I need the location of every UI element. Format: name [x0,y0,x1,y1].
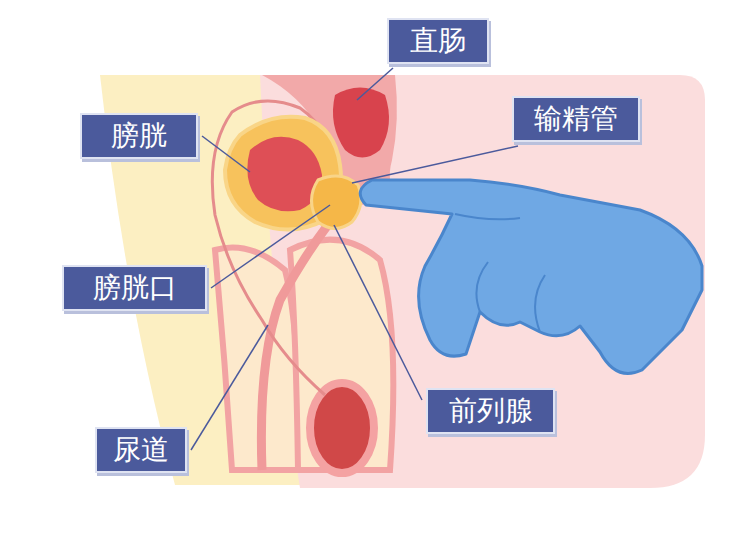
label-box: 尿道 [95,427,187,473]
leader-line [352,146,518,183]
leader-line [334,225,422,400]
label-text: 膀胱口 [93,270,177,306]
urethra-tube [261,222,330,470]
glove-creases [455,214,545,332]
leader-line [357,68,393,100]
testis [310,383,374,473]
label-box: 直肠 [387,18,489,64]
rectum [333,88,389,158]
label-text: 尿道 [113,432,169,468]
label-text: 输精管 [534,101,618,137]
label-box: 前列腺 [426,388,555,434]
label-text: 直肠 [410,23,466,59]
leader-line [202,136,250,172]
leader-line [191,325,268,450]
label-box: 膀胱口 [62,265,207,311]
gloved-hand [360,180,702,373]
label-text: 膀胱 [111,118,167,154]
label-text: 前列腺 [449,393,533,429]
label-box: 输精管 [512,96,640,142]
label-box: 膀胱 [80,113,198,159]
leader-line [211,205,330,288]
prostate [312,176,361,229]
